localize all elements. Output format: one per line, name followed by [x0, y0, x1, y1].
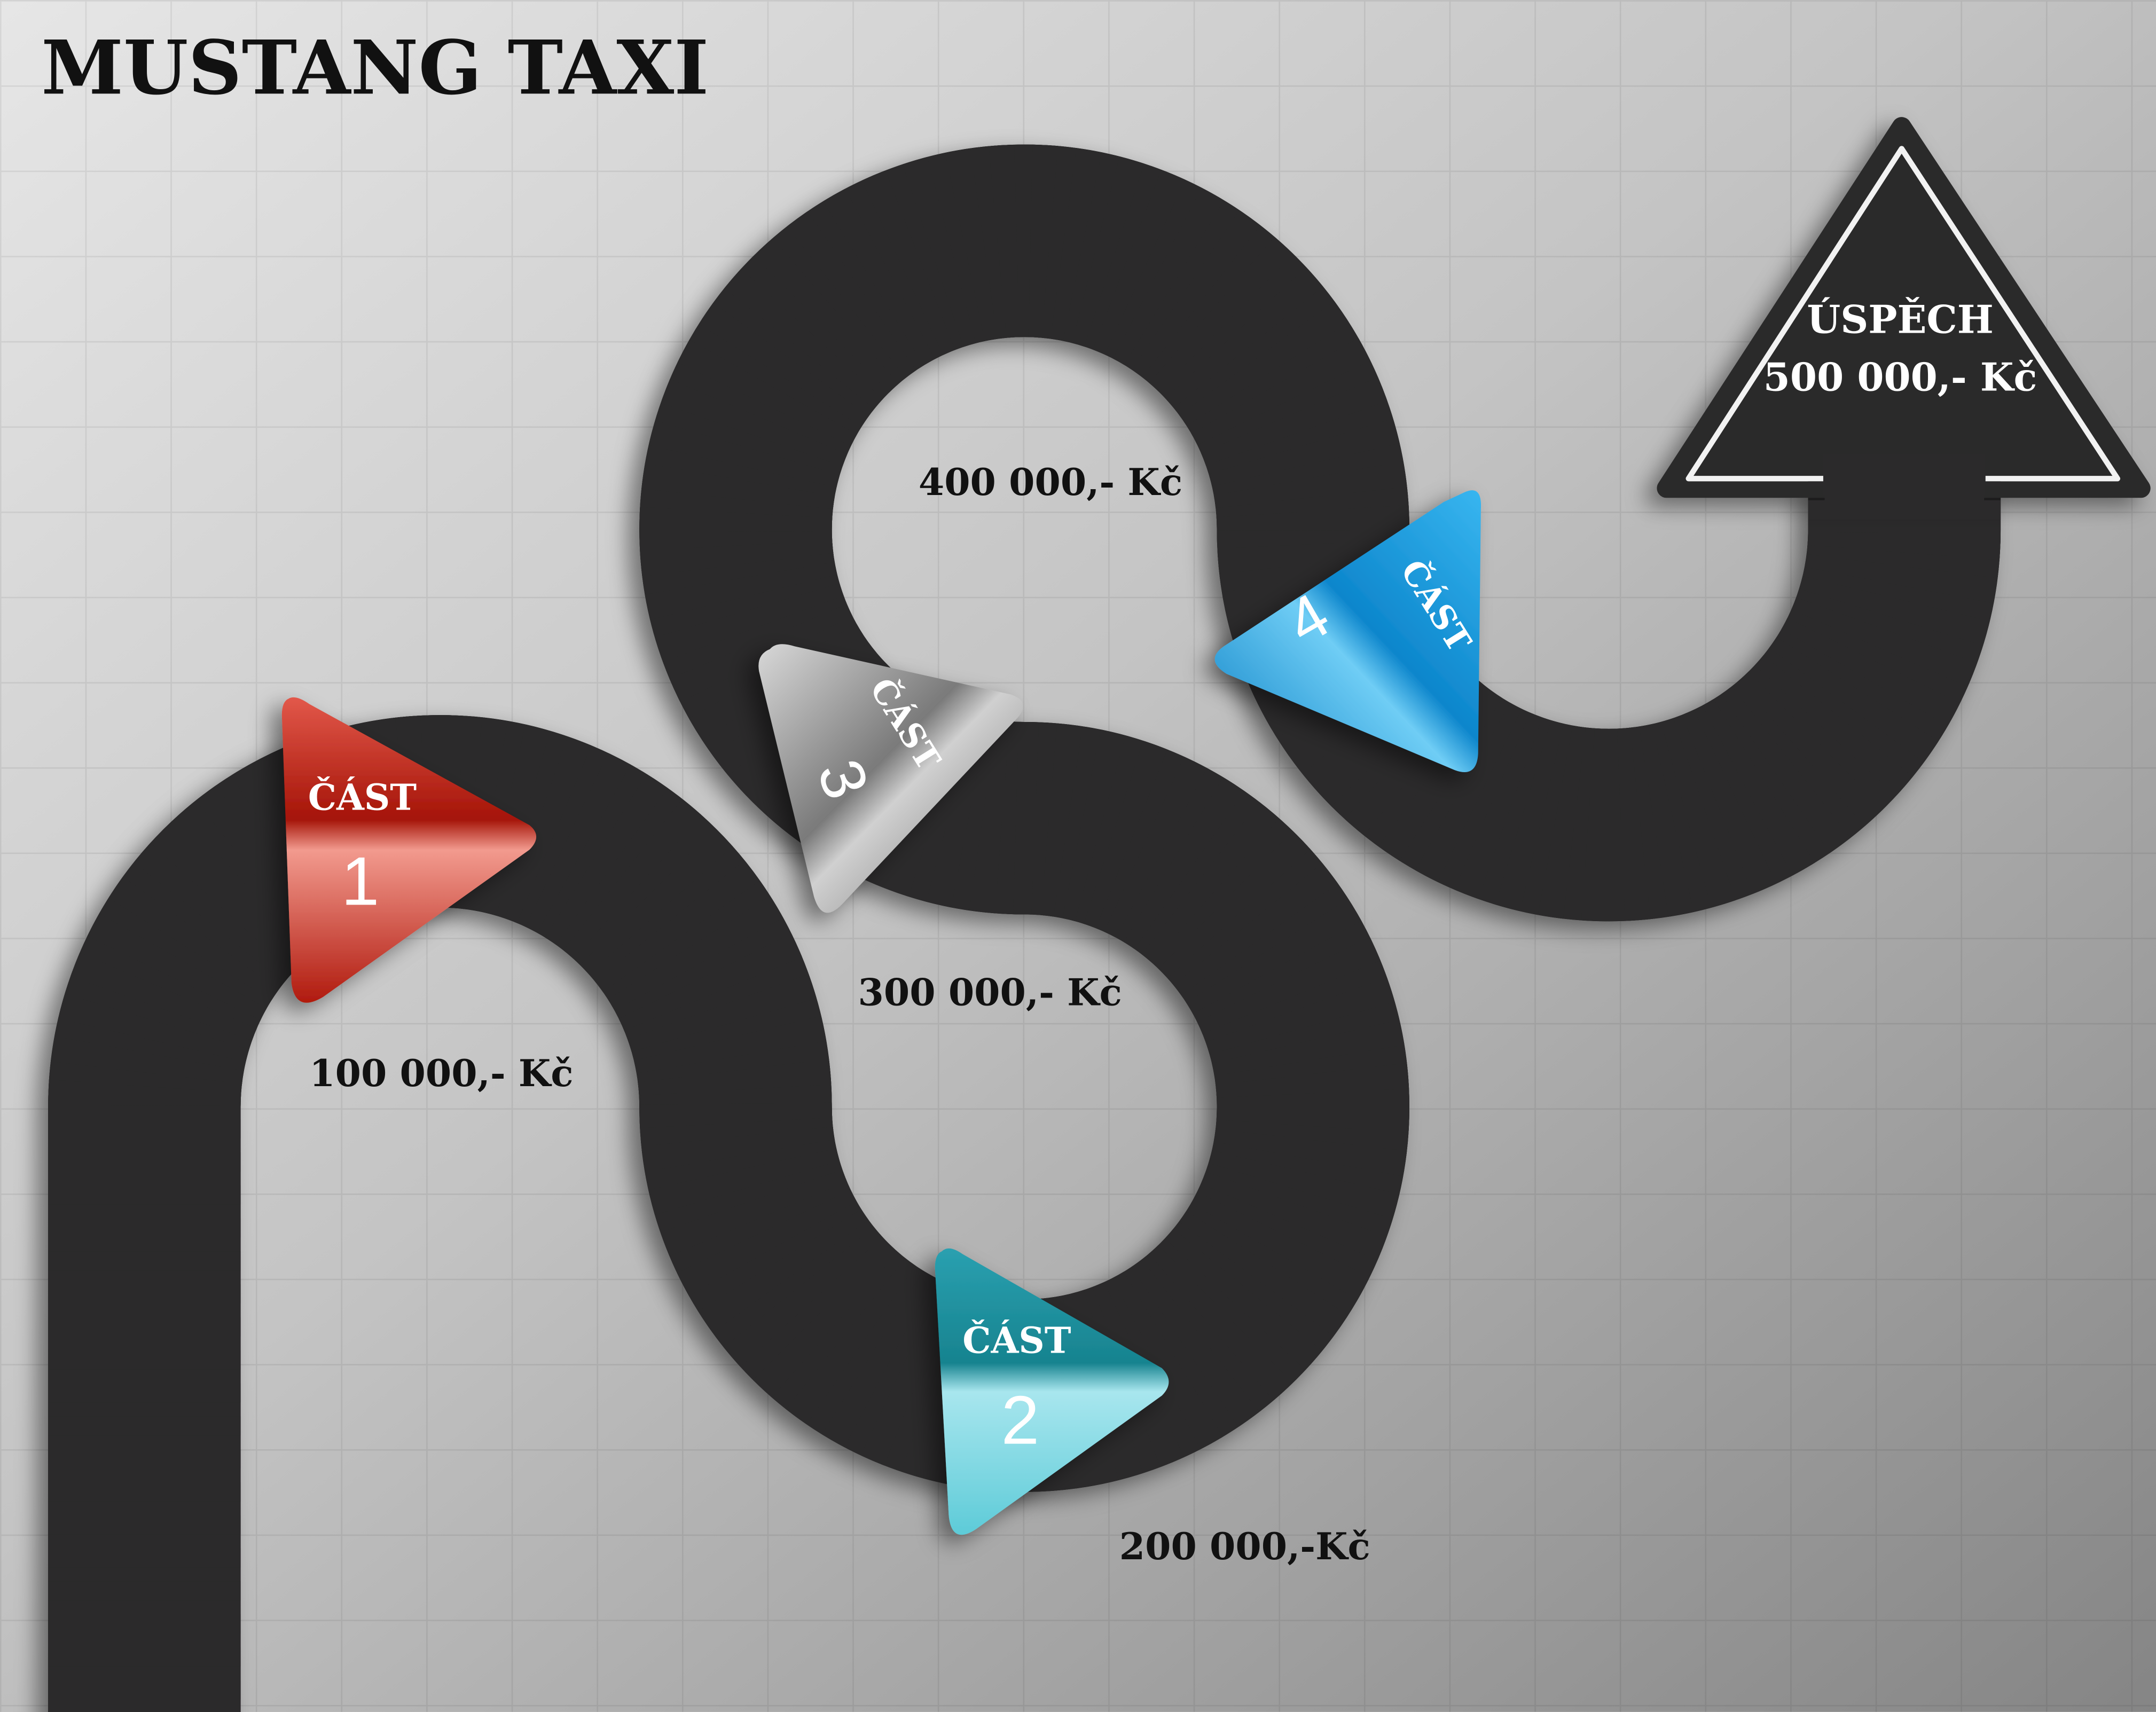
stage-3-marker [758, 644, 1023, 913]
stage-1-amount: 100 000,- Kč [309, 1052, 573, 1095]
stage-1-marker [281, 697, 537, 1003]
stage-1-label: ČÁST [308, 776, 417, 819]
stage-2-number: 2 [1001, 1382, 1040, 1459]
title: MUSTANG TAXI [41, 23, 709, 111]
stage-1-number: 1 [341, 843, 380, 920]
stage-2-marker [935, 1248, 1169, 1535]
stage-2-amount: 200 000,-Kč [1119, 1525, 1370, 1568]
stage-4-marker [1214, 490, 1481, 772]
stage-4-amount: 400 000,- Kč [919, 461, 1182, 504]
stage-2-label: ČÁST [962, 1320, 1071, 1362]
goal-label: ÚSPĚCH 500 000,- Kč [1763, 296, 2037, 399]
goal-title: ÚSPĚCH [1807, 296, 1994, 342]
goal-amount: 500 000,- Kč [1763, 354, 2037, 399]
stage-3-amount: 300 000,- Kč [858, 971, 1122, 1014]
